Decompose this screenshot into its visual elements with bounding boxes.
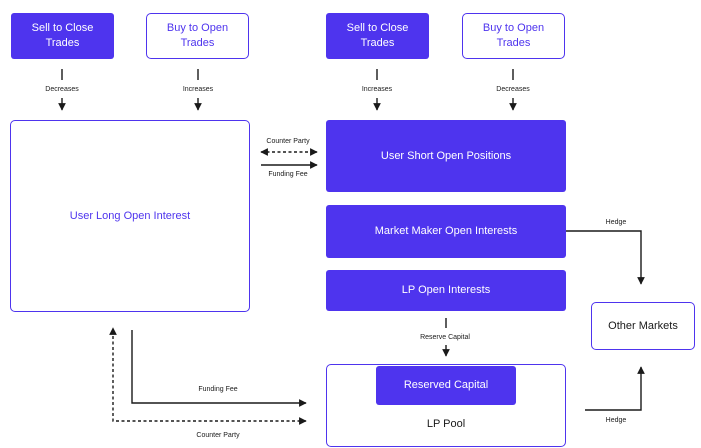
reserved-capital-box: Reserved Capital [376, 366, 516, 405]
arrow-counter-party-bottom [109, 327, 307, 425]
user-short-open-positions-box: User Short Open Positions [326, 120, 566, 192]
arrow-hedge-top [566, 230, 645, 285]
decreases-label-left: Decreases [45, 86, 79, 93]
funding-fee-label-top: Funding Fee [268, 171, 308, 178]
lp-open-interests-box: LP Open Interests [326, 270, 566, 311]
funding-fee-label-bottom: Funding Fee [198, 386, 238, 393]
reserve-capital-label: Reserve Capital [420, 334, 470, 341]
market-maker-open-interests-box: Market Maker Open Interests [326, 205, 566, 258]
decreases-label-right: Decreases [496, 86, 530, 93]
increases-label-left: Increases [182, 86, 214, 93]
hedge-label-bottom: Hedge [605, 417, 627, 424]
other-markets-box: Other Markets [591, 302, 695, 350]
lp-pool-label: LP Pool [426, 418, 466, 430]
counter-party-label-top: Counter Party [266, 138, 310, 145]
increases-label-right: Increases [361, 86, 393, 93]
arrow-hedge-bottom [585, 366, 645, 411]
buy-to-open-trades-left: Buy to Open Trades [146, 13, 249, 59]
sell-to-close-trades-right: Sell to Close Trades [326, 13, 429, 59]
sell-to-close-trades-left: Sell to Close Trades [11, 13, 114, 59]
counter-party-label-bottom: Counter Party [196, 432, 240, 439]
user-long-open-interest-box: User Long Open Interest [10, 120, 250, 312]
hedge-label-top: Hedge [605, 219, 627, 226]
buy-to-open-trades-right: Buy to Open Trades [462, 13, 565, 59]
